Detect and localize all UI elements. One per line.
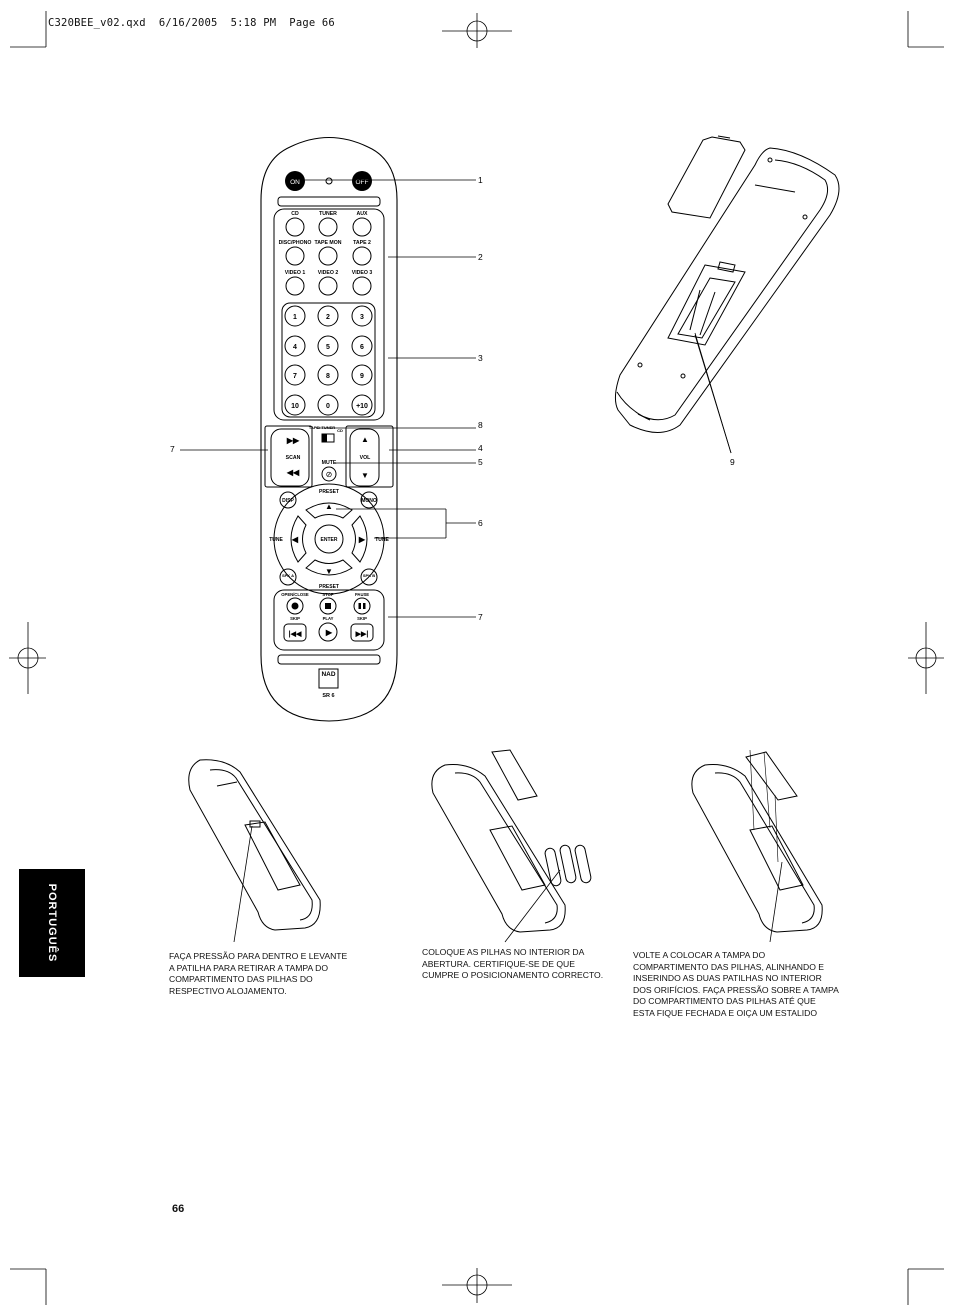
label-video3: VIDEO 3: [352, 270, 373, 276]
callout-5: 5: [478, 457, 483, 467]
enter-label: ENTER: [321, 537, 338, 543]
callout-6: 6: [478, 518, 483, 528]
digit-1: 1: [293, 314, 297, 321]
remote-body: [260, 136, 398, 722]
digit-0: 0: [326, 403, 330, 410]
callout-7-left: 7: [170, 444, 175, 454]
digit-5: 5: [326, 344, 330, 351]
svg-text:▶: ▶: [325, 628, 333, 637]
svg-text:⊘: ⊘: [326, 470, 333, 479]
svg-text:◀: ◀: [291, 535, 299, 544]
digit-3: 3: [360, 314, 364, 321]
on-button-label: ON: [290, 179, 300, 186]
callout-3: 3: [478, 353, 483, 363]
preset-top-label: PRESET: [319, 489, 339, 495]
mono-label: MONO: [361, 498, 377, 504]
open-close-label: OPEN/CLOSE: [281, 592, 309, 597]
digit-8: 8: [326, 373, 330, 380]
digit-plus10: +10: [356, 403, 368, 410]
language-label: PORTUGUÊS: [46, 883, 58, 963]
label-aux: AUX: [357, 211, 368, 217]
preset-bottom-label: PRESET: [319, 584, 339, 590]
callout-7-right: 7: [478, 612, 483, 622]
callout-2: 2: [478, 252, 483, 262]
callout-9: 9: [730, 457, 735, 467]
file-slug: C320BEE_v02.qxd 6/16/2005 5:18 PM Page 6…: [48, 17, 335, 29]
digit-6: 6: [360, 344, 364, 351]
tune-right-label: TUNE: [375, 537, 389, 543]
label-video1: VIDEO 1: [285, 270, 306, 276]
digit-2: 2: [326, 314, 330, 321]
digit-4: 4: [293, 344, 297, 351]
callout-8: 8: [478, 420, 483, 430]
svg-text:▶: ▶: [358, 535, 366, 544]
off-button-label: OFF: [356, 179, 369, 186]
caption-step-2: COLOQUE AS PILHAS NO INTERIOR DA ABERTUR…: [422, 947, 604, 981]
model-label: SR 6: [322, 693, 334, 699]
callout-1: 1: [478, 175, 483, 185]
spk-b-label: SPK B: [363, 573, 375, 578]
digit-10: 10: [291, 403, 299, 410]
caption-step-3: VOLTE A COLOCAR A TAMPA DO COMPARTIMENTO…: [633, 950, 839, 1018]
brand-label: NAD: [321, 671, 335, 678]
tape-tuner-label: TAPE/ TUNER: [309, 425, 335, 430]
play-label: PLAY: [323, 616, 334, 621]
spk-a-label: SPK A: [282, 573, 294, 578]
svg-text:▼: ▼: [361, 471, 369, 480]
skip-back-label: SKIP: [290, 616, 300, 621]
pause-label: PAUSE: [355, 592, 369, 597]
svg-text:▼: ▼: [325, 567, 333, 576]
svg-text:|◀◀: |◀◀: [289, 631, 302, 638]
digit-9: 9: [360, 373, 364, 380]
label-cd: CD: [291, 211, 299, 217]
digit-7: 7: [293, 373, 297, 380]
scan-label: SCAN: [286, 455, 301, 461]
svg-text:▶▶|: ▶▶|: [355, 631, 369, 638]
caption-step-1: FAÇA PRESSÃO PARA DENTRO E LEVANTE A PAT…: [169, 951, 348, 996]
label-video2: VIDEO 2: [318, 270, 339, 276]
callout-4: 4: [478, 443, 483, 453]
label-disc-phono: DISC/PHONO: [279, 240, 312, 246]
svg-text:▲: ▲: [361, 435, 369, 444]
skip-fwd-label: SKIP: [357, 616, 367, 621]
cd-small-label: CD: [337, 428, 343, 433]
stop-label: STOP: [322, 592, 334, 597]
svg-text:▶▶: ▶▶: [286, 436, 300, 445]
disp-label: DISP: [282, 498, 294, 504]
vol-label: VOL: [360, 455, 371, 461]
tune-left-label: TUNE: [269, 537, 283, 543]
power-buttons: ON OFF: [285, 171, 372, 191]
label-tape2: TAPE 2: [353, 240, 371, 246]
svg-text:◀◀: ◀◀: [286, 468, 300, 477]
svg-text:▲: ▲: [325, 502, 333, 511]
mute-label: MUTE: [322, 460, 337, 466]
label-tape-mon: TAPE MON: [315, 240, 342, 246]
language-side-tab: PORTUGUÊS: [19, 869, 85, 977]
label-tuner: TUNER: [319, 211, 337, 217]
page-number: 66: [172, 1203, 185, 1215]
